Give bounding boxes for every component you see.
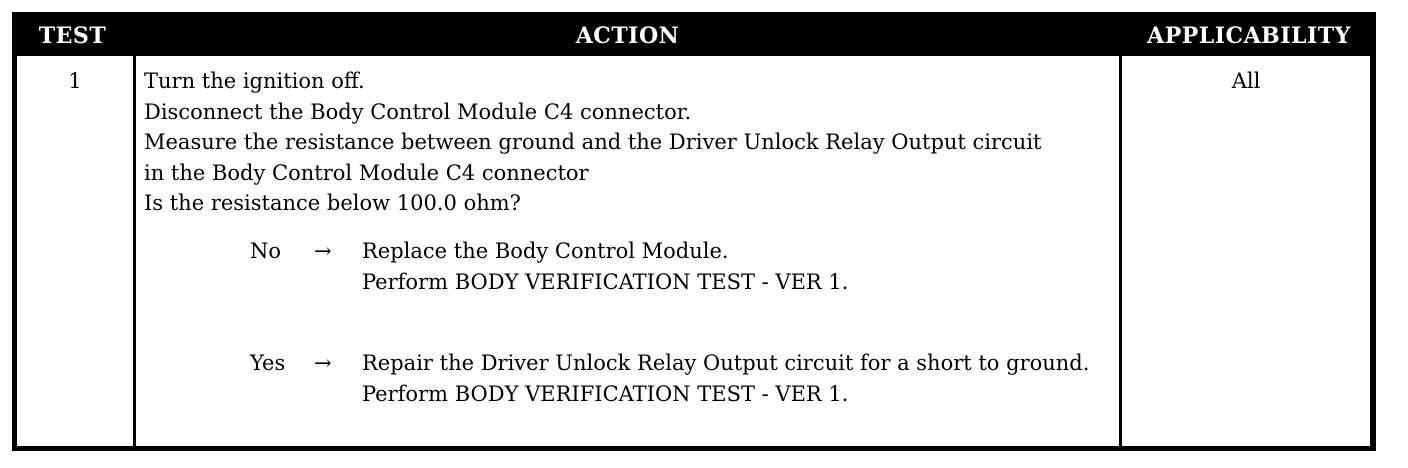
result-yes-text: Repair the Driver Unlock Relay Output ci…	[362, 348, 1112, 409]
action-question: Is the resistance below 100.0 ohm?	[144, 191, 521, 215]
result-yes-label: Yes	[250, 351, 286, 375]
header-action: ACTION	[575, 23, 680, 49]
applicability-value: All	[1231, 69, 1261, 93]
applicability-cell: All	[1122, 56, 1370, 446]
action-step: Disconnect the Body Control Module C4 co…	[144, 99, 692, 124]
test-number-cell: 1	[17, 56, 133, 446]
result-yes-line: Perform BODY VERIFICATION TEST - VER 1.	[362, 381, 849, 406]
result-no-line: Replace the Body Control Module.	[362, 239, 729, 263]
action-cell: Turn the ignition off. Disconnect the Bo…	[136, 56, 1119, 446]
diagnostic-test-table: TEST ACTION APPLICABILITY 1 Turn the ign…	[12, 12, 1376, 451]
header-test: TEST	[38, 23, 107, 49]
action-step: Measure the resistance between ground an…	[144, 130, 1042, 154]
result-no-text: Replace the Body Control Module. Perform…	[362, 236, 1112, 297]
arrow-right-icon: →	[314, 351, 332, 375]
test-number: 1	[68, 69, 82, 93]
header-applicability: APPLICABILITY	[1147, 23, 1351, 49]
result-yes-line: Repair the Driver Unlock Relay Output ci…	[362, 351, 1090, 375]
result-no-line: Perform BODY VERIFICATION TEST - VER 1.	[362, 269, 849, 294]
arrow-right-icon: →	[314, 239, 332, 263]
action-step: in the Body Control Module C4 connector	[144, 160, 589, 185]
action-step: Turn the ignition off.	[144, 69, 365, 93]
result-no-label: No	[250, 239, 282, 263]
